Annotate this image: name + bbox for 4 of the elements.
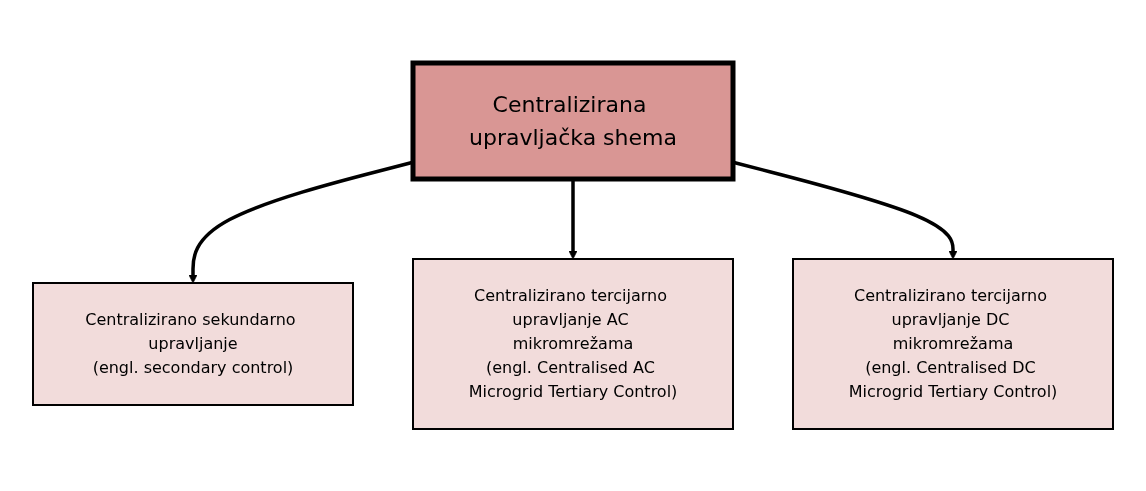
node-box: Centralizirano tercijarno upravljanje DC mikromrežama (engl. Centralised DC Microgrid Tertiary Control) [792,257,1114,430]
node-box: Centralizirano sekundarno upravljanje (engl. secondary control) [32,281,354,406]
node-box: Centralizirana upravljačka shema [410,60,736,181]
node-box: Centralizirano tercijarno upravljanje AC mikromrežama (engl. Centralised AC Microgrid Tertiary Control) [412,257,734,430]
